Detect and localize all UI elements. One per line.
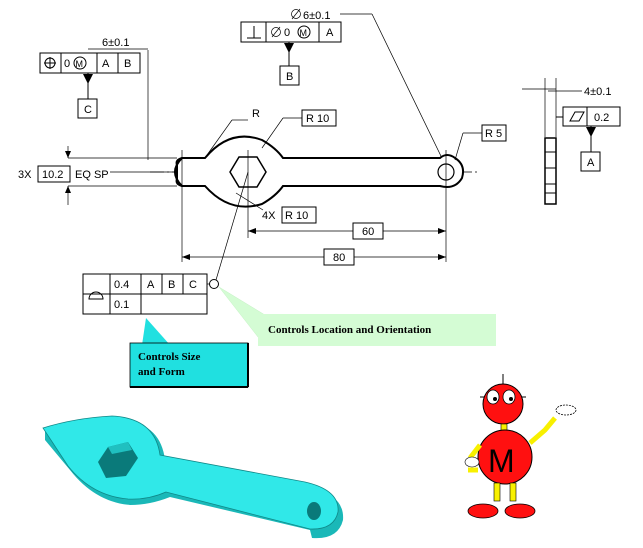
callout-pointer-cyan <box>142 318 170 345</box>
note-size-form-line1: Controls Size <box>138 351 201 363</box>
side-view: 4±0.1 0.2 A <box>522 78 621 205</box>
dim-60: 60 <box>362 226 374 238</box>
dim-pos-size-center: 6±0.1 <box>303 10 330 22</box>
datum-b: B <box>286 71 293 83</box>
diameter-icon <box>291 9 301 19</box>
label-eq-sp: EQ SP <box>75 169 109 181</box>
fcf-profile: 0.4 A B C 0.1 <box>82 171 249 315</box>
wrench-annotations: R R 10 R 5 4X R 10 3X 10.2 EQ SP 60 <box>18 108 507 266</box>
label-4x: 4X <box>262 210 276 222</box>
fcf-position-left: 6±0.1 0 M A B C <box>39 37 149 160</box>
datum-a: A <box>587 157 595 169</box>
fcf-profile-tol2: 0.1 <box>114 299 129 311</box>
fcf-profile-ref-a: A <box>147 279 155 291</box>
profile-icon <box>88 291 104 300</box>
dim-80: 80 <box>333 252 345 264</box>
fcf-left-mod: M <box>76 59 84 69</box>
fcf-left-tol: 0 <box>64 58 70 70</box>
fcf-profile-tol1: 0.4 <box>114 279 129 291</box>
fcf-center-tol: 0 <box>284 27 290 39</box>
dim-pos-size-left: 6±0.1 <box>102 37 129 49</box>
note-location-text: Controls Location and Orientation <box>268 324 431 336</box>
fcf-profile-ref-c: C <box>189 279 197 291</box>
label-eq-sp-value: 10.2 <box>42 169 63 181</box>
perpendicularity-icon <box>247 26 261 39</box>
fcf-profile-ref-b: B <box>168 279 175 291</box>
fcf-center-mod: M <box>300 28 308 38</box>
dim-thickness: 4±0.1 <box>584 86 611 98</box>
note-location-bg <box>258 314 496 346</box>
note-size-form-bg <box>129 342 249 388</box>
fcf-left-ref-b: B <box>124 58 131 70</box>
fcf-left-ref-a: A <box>102 58 110 70</box>
fcf-perpendicular-center: 6±0.1 0 M A B <box>240 8 456 186</box>
flatness-icon <box>569 111 585 122</box>
wrench-3d-illustration <box>42 415 344 539</box>
mmc-icon <box>73 56 87 70</box>
label-4x-r10: R 10 <box>285 210 308 222</box>
note-size-form-line2: and Form <box>138 366 185 378</box>
wrench-front-view <box>150 135 480 262</box>
fcf-center-ref-a: A <box>326 27 334 39</box>
label-r10: R 10 <box>306 113 329 125</box>
fcf-flat-tol: 0.2 <box>594 112 609 124</box>
mmc-icon <box>297 25 311 39</box>
datum-c: C <box>84 104 92 116</box>
label-r5: R 5 <box>485 128 502 140</box>
label-r: R <box>252 108 260 120</box>
label-3x: 3X <box>18 169 32 181</box>
mascot-illustration: M <box>464 374 577 519</box>
mascot-letter: M <box>488 443 515 479</box>
position-icon <box>44 57 56 69</box>
